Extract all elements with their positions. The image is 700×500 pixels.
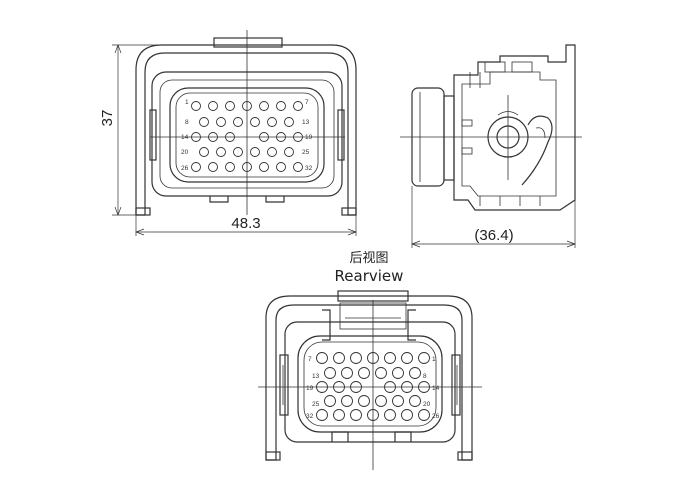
front-pin-label: 13 (302, 119, 310, 126)
rear-pin-label: 19 (306, 385, 314, 392)
caption-english: Rearview (335, 267, 404, 285)
side-view: (36.4) (400, 44, 582, 248)
front-pin-label: 8 (185, 119, 189, 126)
front-pin-label: 19 (305, 134, 313, 141)
height-dimension: 37 (99, 110, 116, 127)
rear-pin-label: 25 (312, 401, 320, 408)
depth-dimension: (36.4) (474, 227, 513, 244)
rear-view: 7 1 13 8 19 14 25 20 32 26 (258, 290, 482, 470)
front-pin-label: 26 (181, 165, 189, 172)
rear-pin-label: 1 (432, 356, 436, 363)
front-pin-label: 20 (181, 149, 189, 156)
width-dimension: 48.3 (231, 215, 260, 232)
rear-pin-label: 26 (432, 413, 440, 420)
rear-pin-label: 32 (306, 413, 314, 420)
rear-pin-label: 20 (423, 401, 431, 408)
front-pin-label: 14 (181, 134, 189, 141)
front-pin-label: 32 (305, 165, 313, 172)
front-pin-label: 1 (185, 99, 189, 106)
front-pin-label: 25 (302, 149, 310, 156)
rear-pin-label: 14 (432, 385, 440, 392)
front-view: 1 7 8 13 14 19 20 25 26 32 37 48.3 (99, 30, 357, 236)
caption-chinese: 后视图 (349, 251, 388, 266)
rear-pin-label: 7 (308, 356, 312, 363)
front-pin-label: 7 (305, 99, 309, 106)
rear-pin-label: 13 (312, 373, 320, 380)
rear-pin-label: 8 (423, 373, 427, 380)
